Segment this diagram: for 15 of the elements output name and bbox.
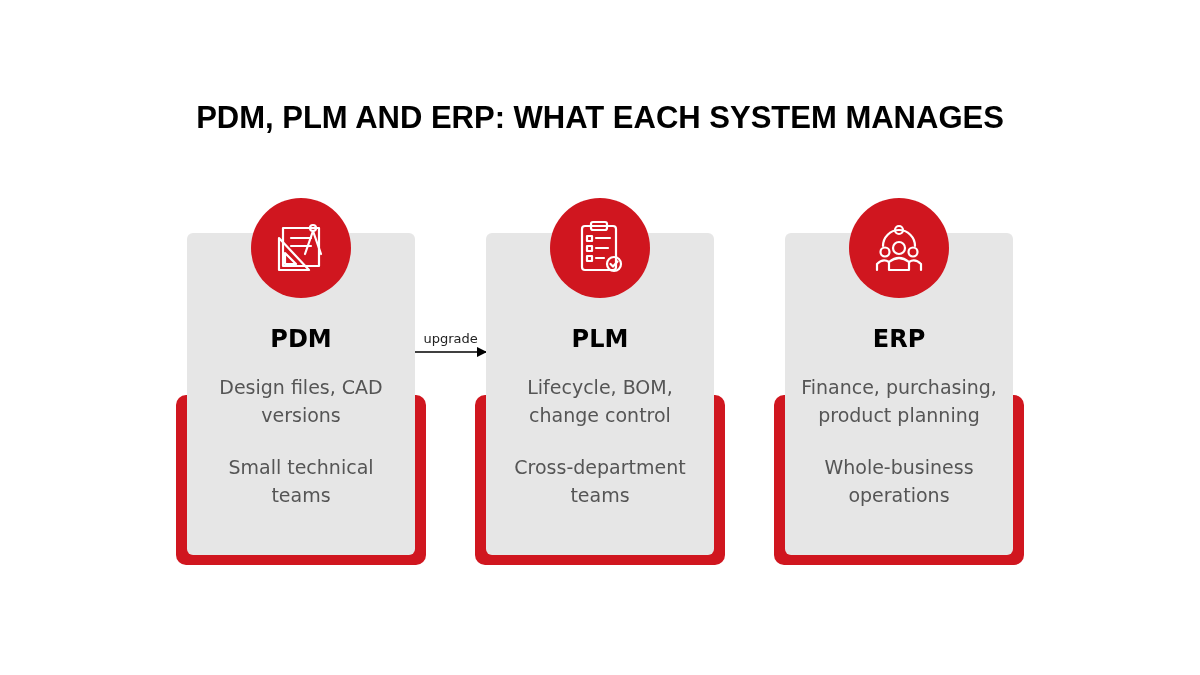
card-text: Small technical teams: [227, 455, 375, 508]
card-heading: PDM: [270, 325, 332, 353]
card-heading: PLM: [571, 325, 629, 353]
card-text: Cross-department teams: [513, 455, 687, 508]
arrow: [414, 346, 488, 358]
card: [785, 233, 1013, 555]
card-text: Finance, purchasing, product planning: [800, 375, 998, 428]
card-heading: ERP: [872, 325, 926, 353]
card-text: Lifecycle, BOM, change control: [526, 375, 674, 428]
edge-label: upgrade: [421, 331, 480, 346]
title: PDM, PLM AND ERP: WHAT EACH SYSTEM MANAGES: [195, 100, 1005, 136]
card: [486, 233, 714, 555]
card-text: Whole-business operations: [823, 455, 975, 508]
card-text: Design files, CAD versions: [218, 375, 384, 428]
card: [187, 233, 415, 555]
